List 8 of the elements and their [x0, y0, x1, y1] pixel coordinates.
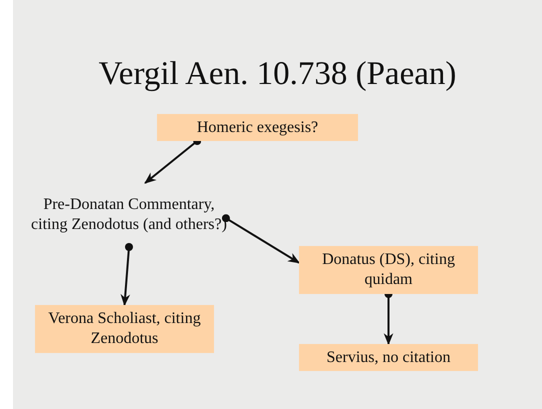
node-text: Pre-Donatan Commentary, citing Zenodotus (and others?) — [28, 183, 230, 247]
source-box: Servius, no citation — [299, 344, 478, 371]
source-box: Donatus (DS), citing quidam — [299, 246, 478, 294]
source-box: Verona Scholiast, citing Zenodotus — [35, 305, 214, 353]
source-box: Homeric exegesis? — [157, 114, 358, 141]
title: Vergil Aen. 10.738 (Paean) — [98, 56, 458, 93]
arrow — [222, 214, 300, 264]
arrow — [120, 243, 133, 306]
